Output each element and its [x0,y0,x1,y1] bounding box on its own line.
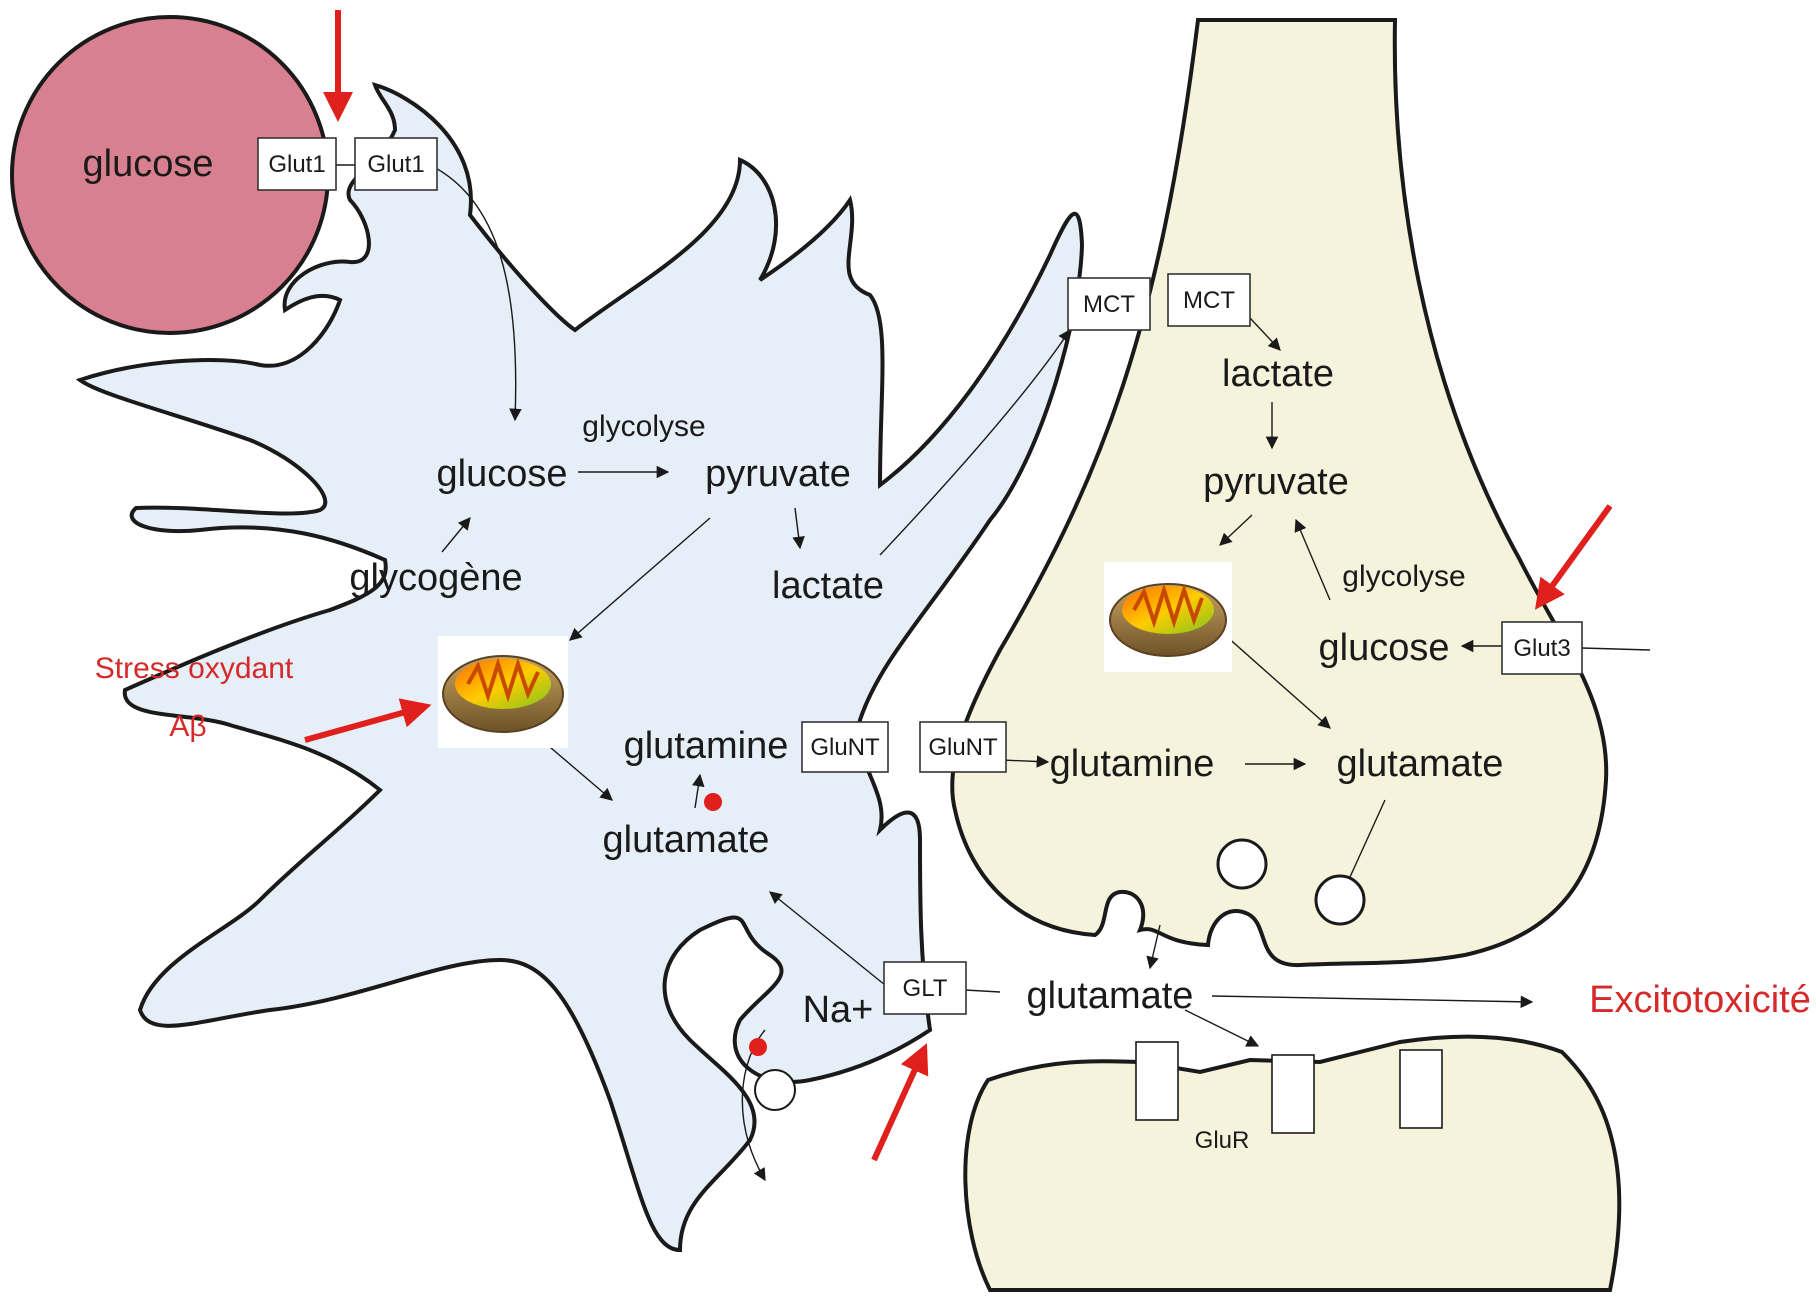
glur-label: GluR [1195,1127,1250,1154]
transporter-glut3: Glut3 [1502,622,1582,674]
astrocyte-glutamate-label: glutamate [603,819,770,861]
excitotoxicity-label: Excitotoxicité [1589,979,1811,1021]
sodium-ion-icon [749,1038,767,1056]
glutamate-receptor [1400,1050,1442,1128]
abeta-label: Aβ [169,710,206,743]
transporter-glut1-vessel: Glut1 [258,138,336,190]
synaptic-glutamate-label: glutamate [1027,975,1194,1017]
svg-text:Glut1: Glut1 [268,151,325,178]
astrocyte-pyruvate-label: pyruvate [705,453,851,495]
transporter-glunt-neuron: GluNT [920,722,1006,772]
svg-text:GLT: GLT [903,975,948,1002]
glutamate-receptor [1272,1055,1314,1133]
astrocyte-lactate-label: lactate [772,565,884,607]
sodium-label: Na+ [803,989,874,1031]
transporter-mct-astrocyte: MCT [1068,278,1150,330]
vesicle-icon [755,1070,795,1110]
oxidative-stress-label: Stress oxydant [95,652,294,685]
svg-text:GluNT: GluNT [928,734,998,761]
neuron-glucose-label: glucose [1319,627,1450,669]
svg-text:MCT: MCT [1083,291,1135,318]
astrocyte-glucose-label: glucose [437,453,568,495]
transporter-glunt-astrocyte: GluNT [802,722,888,772]
astrocyte-glycolyse-label: glycolyse [582,410,705,443]
glutamate-receptor [1136,1042,1178,1120]
sodium-ion-icon [704,793,722,811]
svg-text:Glut1: Glut1 [367,151,424,178]
astrocyte-glycogene-label: glycogène [349,557,522,599]
svg-text:GluNT: GluNT [810,734,880,761]
neuron-lactate-label: lactate [1222,353,1334,395]
transporter-glut1-astrocyte: Glut1 [355,138,437,190]
transporter-glt: GLT [884,962,966,1014]
vesicle-icon [1218,840,1266,888]
svg-text:Glut3: Glut3 [1513,635,1570,662]
transporter-mct-neuron: MCT [1168,274,1250,326]
svg-text:MCT: MCT [1183,287,1235,314]
neuron-glutamine-label: glutamine [1050,743,1215,785]
mitochondria-icon [438,636,568,748]
mitochondria-icon [1104,562,1232,672]
astrocyte-glutamine-label: glutamine [624,725,789,767]
blood-vessel-glucose-label: glucose [83,143,214,185]
neuron-glutamate-label: glutamate [1337,743,1504,785]
neuron-glycolyse-label: glycolyse [1342,560,1465,593]
vesicle-icon [1316,876,1364,924]
neuron-pyruvate-label: pyruvate [1203,461,1349,503]
